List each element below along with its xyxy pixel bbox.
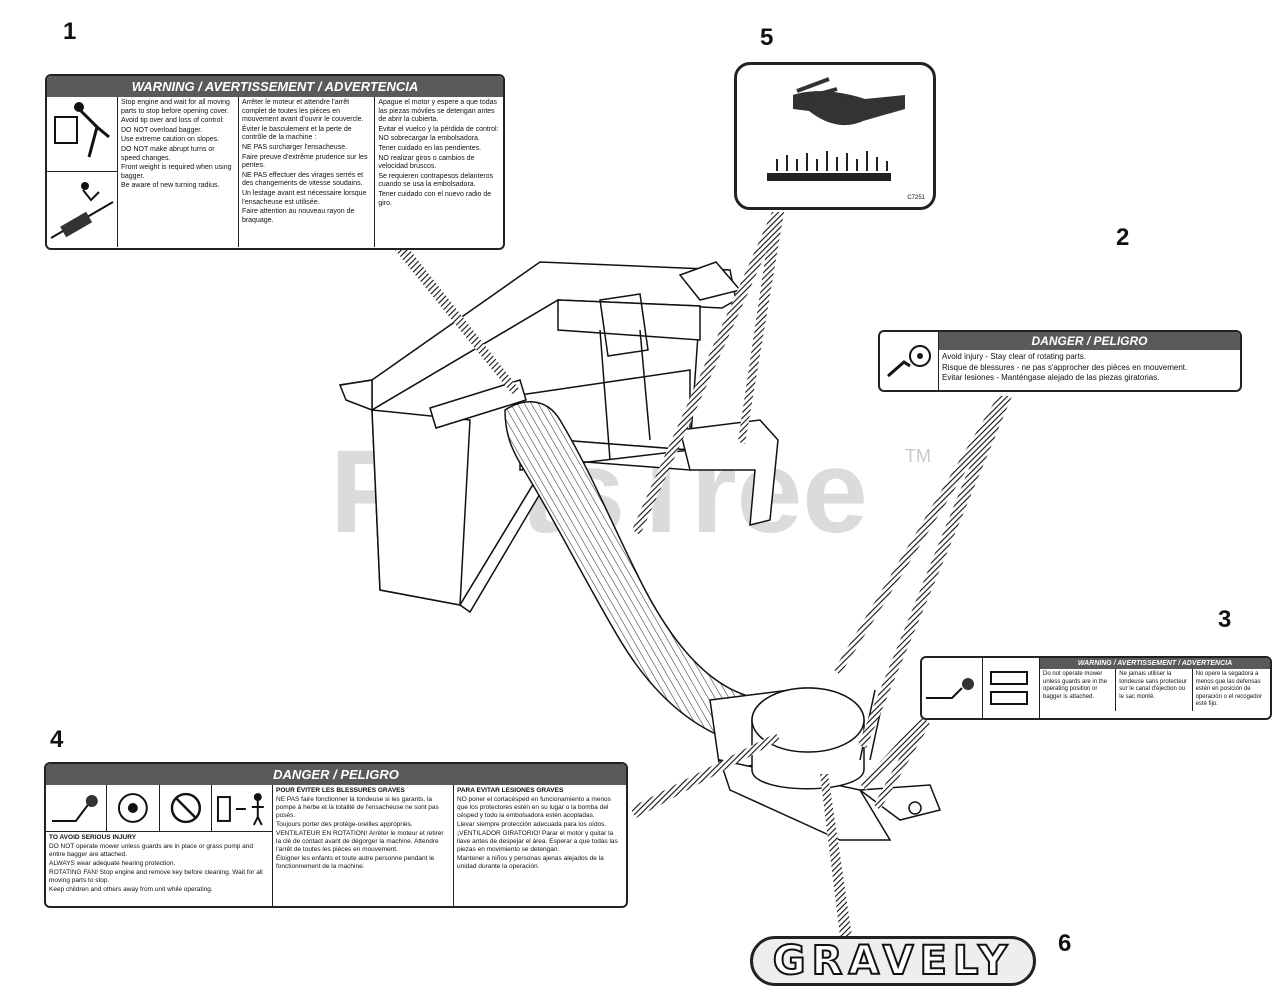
decal-4-es-0: NO poner el cortacésped en funcionamient…	[457, 796, 611, 819]
decal-1-en-5: Front weight is required when using bagg…	[121, 164, 232, 180]
leader-2a	[834, 396, 1012, 675]
discharge-icon	[926, 658, 983, 718]
support-bracket	[679, 419, 779, 526]
decal-4-fr-3: Éloigner les enfants et toute autre pers…	[276, 855, 435, 870]
leader-5b	[632, 212, 784, 535]
decal-1-es-4: NO realizar giros o cambios de velocidad…	[378, 154, 475, 171]
decal-3-fr: Ne jamais utiliser la tondeuse sans prot…	[1116, 669, 1193, 711]
decal-1-fr-2: NE PAS surcharger l'ensacheuse.	[241, 143, 348, 151]
decal-1-en-4: DO NOT make abrupt turns or speed change…	[121, 145, 215, 162]
decal-1-fr-3: Faire preuve d'extrême prudence sur les …	[241, 153, 368, 170]
decal-1-es-3: Tener cuidado en las pendientes.	[378, 144, 482, 152]
tip-over-icon	[54, 102, 110, 158]
decal-1-en-2: DO NOT overload bagger.	[121, 126, 203, 134]
callout-4: 4	[50, 726, 64, 753]
slope-icon	[47, 171, 117, 239]
guard-icon	[990, 658, 1040, 718]
decal-4-es-title: PARA EVITAR LESIONES GRAVES	[457, 787, 564, 794]
decal-3-en: Do not operate mower unless guards are i…	[1040, 669, 1117, 711]
decal-5-code: C7251	[907, 195, 925, 201]
decal-1-fr-6: Faire attention au nouveau rayon de braq…	[241, 208, 355, 224]
decal-4-fr-1: Toujours porter des protège-oreilles app…	[276, 821, 413, 828]
leader-4	[630, 733, 780, 818]
decal-4-en-title: TO AVOID SERIOUS INJURY	[49, 834, 137, 841]
fan-hazard-icon	[51, 785, 107, 831]
decal-1-english: Stop engine and wait for all moving part…	[118, 97, 239, 247]
leader-1	[395, 250, 520, 394]
rotating-parts-icon	[887, 332, 939, 390]
decal-1-es-1: Evitar el vuelco y la pérdida de control…	[378, 125, 499, 133]
callout-5: 5	[760, 24, 774, 51]
decal-4-en-1: ALWAYS wear adequate hearing protection.	[49, 860, 176, 867]
decal-1-header: WARNING / AVERTISSEMENT / ADVERTENCIA	[47, 76, 503, 97]
decal-1-en-6: Be aware of new turning radius.	[121, 182, 220, 190]
decal-2-header: DANGER / PELIGRO	[939, 332, 1240, 350]
decal-4-es-1: Llevar siempre protección adecuada para …	[457, 821, 607, 828]
decal-4-header: DANGER / PELIGRO	[46, 764, 626, 785]
decal-1-es-2: NO sobrecargar la embolsadora.	[378, 135, 480, 143]
decal-4-fr-0: NE PAS faire fonctionner la tondeuse si …	[276, 796, 439, 819]
decal-4-es-2: ¡VENTILADOR GIRATORIO! Parar el motor y …	[457, 830, 618, 853]
decal-3-header: WARNING / AVERTISSEMENT / ADVERTENCIA	[1040, 658, 1270, 669]
decal-1-en-0: Stop engine and wait for all moving part…	[121, 99, 230, 115]
keep-away-icon	[217, 793, 265, 826]
decal-danger-injury: DANGER / PELIGRO	[44, 762, 628, 908]
leader-lines	[395, 212, 1012, 936]
decal-4-fr-title: POUR ÉVITER LES BLESSURES GRAVES	[276, 787, 405, 794]
hand-cut-icon	[767, 77, 905, 181]
decal-4-en-2: ROTATING FAN! Stop engine and remove key…	[49, 869, 263, 884]
decal-brand-logo: GRAVELY	[750, 936, 1036, 986]
decal-4-en-3: Keep children and others away from unit …	[49, 886, 213, 893]
leader-6	[820, 774, 852, 936]
hearing-protection-icon	[117, 785, 160, 831]
leader-5a	[738, 212, 784, 444]
callout-6: 6	[1058, 930, 1072, 957]
decal-1-en-1: Avoid tip over and loss of control:	[121, 117, 224, 125]
decal-1-fr-0: Arrêter le moteur et attendre l'arrêt co…	[241, 99, 364, 124]
decal-2-line-1: Risque de blessures - ne pas s'approcher…	[942, 362, 1188, 372]
decal-guards-warning: WARNING / AVERTISSEMENT / ADVERTENCIA Do…	[920, 656, 1272, 720]
leader-3b	[874, 716, 930, 810]
decal-4-es-3: Mantener a niños y personas ajenas aleja…	[457, 855, 604, 870]
decal-4-fr-2: VENTILATEUR EN ROTATION! Arrêter le mote…	[276, 830, 444, 853]
callout-1: 1	[63, 18, 77, 45]
callout-2: 2	[1116, 224, 1130, 251]
decal-1-french: Arrêter le moteur et attendre l'arrêt co…	[239, 97, 376, 247]
decal-1-fr-5: Un lestage avant est nécessaire lorsque …	[241, 189, 367, 206]
no-hands-icon	[170, 785, 213, 831]
decal-1-es-0: Apague el motor y espere a que todas las…	[378, 99, 498, 124]
decal-hand-hazard: C7251	[734, 62, 936, 210]
leader-2b	[858, 396, 1012, 748]
decal-1-spanish: Apague el motor y espere a que todas las…	[375, 97, 503, 247]
decal-3-es: No opere la segadora a menos que las def…	[1195, 671, 1262, 707]
watermark-tm: TM	[905, 446, 931, 466]
decal-1-fr-4: NE PAS effectuer des virages serrés et d…	[241, 171, 364, 188]
decal-1-es-5: Se requieren contrapesos delanteros cuan…	[378, 172, 494, 189]
callout-3: 3	[1218, 606, 1232, 633]
decal-1-fr-1: Éviter le basculement et la perte de con…	[241, 125, 352, 142]
decal-4-french: POUR ÉVITER LES BLESSURES GRAVES NE PAS …	[273, 785, 454, 906]
decal-4-spanish: PARA EVITAR LESIONES GRAVES NO poner el …	[454, 785, 626, 906]
decal-1-pictograms	[47, 97, 118, 247]
decal-warning-bagger: WARNING / AVERTISSEMENT / ADVERTENCIA St…	[45, 74, 505, 250]
decal-4-pictograms	[46, 785, 272, 832]
decal-6-brand: GRAVELY	[772, 938, 1014, 984]
decal-1-es-6: Tener cuidado con el nuevo radio de giro…	[378, 190, 492, 207]
decal-danger-rotating: DANGER / PELIGRO Avoid injury - Stay cle…	[878, 330, 1242, 392]
blower-housing	[709, 687, 942, 841]
decal-2-line-2: Evitar lesiones - Manténgase alejado de …	[942, 373, 1160, 382]
decal-1-en-3: Use extreme caution on slopes.	[121, 136, 220, 144]
decal-2-line-0: Avoid injury - Stay clear of rotating pa…	[942, 352, 1086, 361]
decal-4-en-0: DO NOT operate mower unless guards are i…	[49, 843, 254, 858]
